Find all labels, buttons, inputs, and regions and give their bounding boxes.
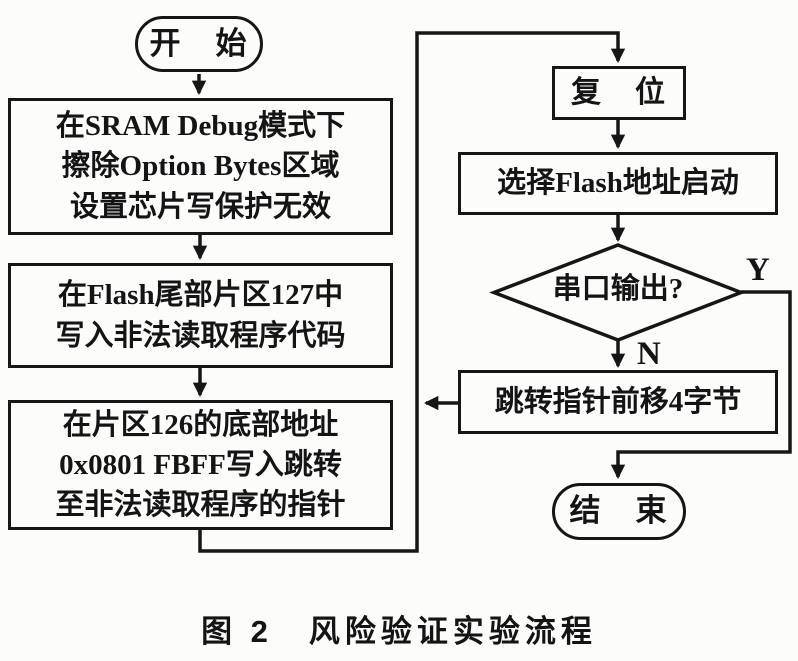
decision-diamond-shape <box>489 243 746 342</box>
process-write-jump-pointer: 在片区126的底部地址 0x0801 FBFF写入跳转 至非法读取程序的指针 <box>8 400 393 530</box>
edge-pointer-to-reset <box>198 31 626 553</box>
advance-pointer-label: 跳转指针前移4字节 <box>494 385 742 418</box>
process-reset: 复 位 <box>552 66 686 120</box>
decision-label: 串口输出? <box>552 273 684 305</box>
process-line: 至非法读取程序的指针 <box>55 489 346 521</box>
process-write-illegal-code: 在Flash尾部片区127中 写入非法读取程序代码 <box>8 263 393 368</box>
edge-decision-yes <box>610 290 792 480</box>
branch-label-yes: Y <box>746 252 770 288</box>
process-line: 擦除Option Bytes区域 <box>61 150 340 183</box>
figure-caption: 图 2 风险验证实验流程 <box>201 614 597 649</box>
process-line: 0x0801 FBFF写入跳转 <box>59 448 342 481</box>
start-label: 开 始 <box>149 25 249 61</box>
select-boot-label: 选择Flash地址启动 <box>497 167 739 200</box>
process-select-flash-boot: 选择Flash地址启动 <box>458 152 778 215</box>
reset-label: 复 位 <box>571 76 667 110</box>
branch-label-no: N <box>637 336 661 372</box>
end-terminator: 结 束 <box>552 483 686 540</box>
process-erase-option-bytes: 在SRAM Debug模式下 擦除Option Bytes区域 设置芯片写保护无… <box>8 98 393 235</box>
process-advance-pointer: 跳转指针前移4字节 <box>458 370 778 434</box>
process-line: 在SRAM Debug模式下 <box>55 110 346 143</box>
process-line: 设置芯片写保护无效 <box>69 190 331 223</box>
process-line: 在片区126的底部地址 <box>62 408 339 441</box>
process-line: 写入非法读取程序代码 <box>55 319 346 352</box>
start-terminator: 开 始 <box>135 16 263 72</box>
end-label: 结 束 <box>569 493 669 529</box>
process-line: 在Flash尾部片区127中 <box>57 279 344 312</box>
decision-serial-output: 串口输出? <box>493 272 743 307</box>
